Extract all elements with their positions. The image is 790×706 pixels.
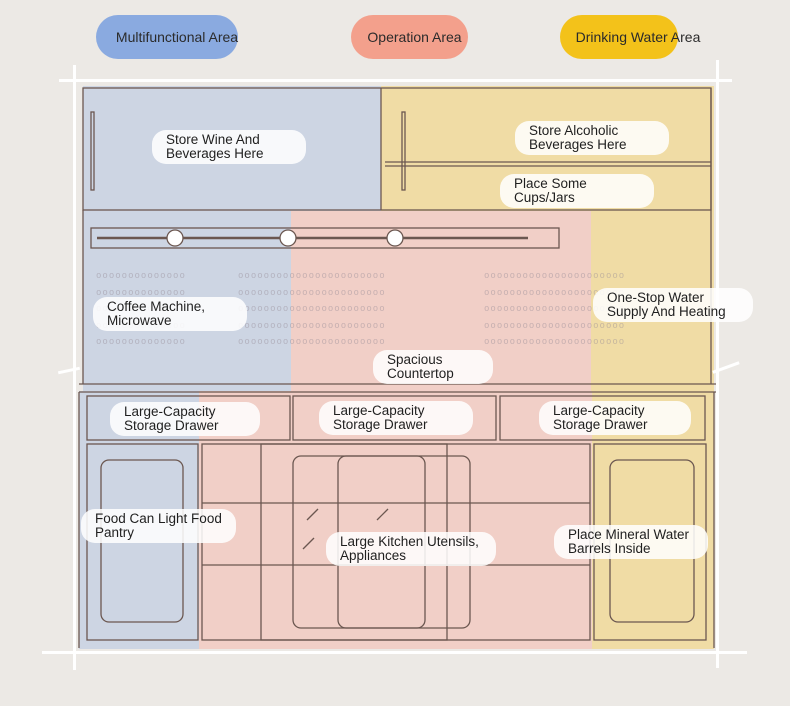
label-coffee-machine: Coffee Machine, Microwave bbox=[93, 297, 247, 331]
label-spacious-countertop: Spacious Countertop bbox=[373, 350, 493, 384]
label-store-alcoholic: Store Alcoholic Beverages Here bbox=[515, 121, 669, 155]
dimension-line-bottom bbox=[42, 651, 747, 654]
label-mineral-water: Place Mineral Water Barrels Inside bbox=[554, 525, 708, 559]
legend-multifunctional-area: Multifunctional Area bbox=[96, 15, 238, 59]
legend-drinking-label: Drinking Water Area bbox=[575, 29, 701, 45]
label-drawer-right: Large-Capacity Storage Drawer bbox=[539, 401, 691, 435]
label-one-stop-water: One-Stop Water Supply And Heating bbox=[593, 288, 753, 322]
label-food-can-pantry: Food Can Light Food Pantry bbox=[81, 509, 236, 543]
pegboard-right: oooooooooooooooooooooo ooooooooooooooooo… bbox=[484, 271, 626, 347]
pegboard-center: ooooooooooooooooooooooo oooooooooooooooo… bbox=[238, 271, 386, 347]
label-store-wine: Store Wine And Beverages Here bbox=[152, 130, 306, 164]
legend-operation-label: Operation Area bbox=[367, 29, 462, 45]
legend-operation-area: Operation Area bbox=[351, 15, 468, 59]
label-place-cups: Place Some Cups/Jars bbox=[500, 174, 654, 208]
legend-multifunctional-label: Multifunctional Area bbox=[115, 29, 239, 45]
label-drawer-middle: Large-Capacity Storage Drawer bbox=[319, 401, 473, 435]
legend-drinking-water-area: Drinking Water Area bbox=[560, 15, 700, 59]
label-drawer-left: Large-Capacity Storage Drawer bbox=[110, 402, 260, 436]
dimension-line-top bbox=[59, 79, 732, 82]
label-kitchen-utensils: Large Kitchen Utensils, Appliances bbox=[326, 532, 496, 566]
dimension-line-right bbox=[716, 60, 719, 668]
